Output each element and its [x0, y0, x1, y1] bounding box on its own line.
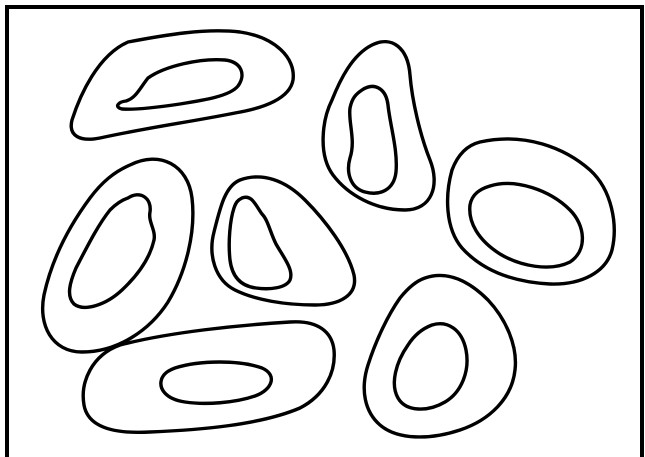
shape-center — [212, 177, 355, 305]
shape-top-middle-outer-ring — [323, 42, 434, 210]
shape-bottom-left — [83, 322, 334, 433]
shape-right-inner-ring — [470, 183, 583, 267]
shape-bottom-left-inner-ring — [161, 362, 271, 403]
shape-bottom-right-outer-ring — [364, 275, 515, 436]
shape-middle-left-outer-ring — [43, 159, 193, 352]
shape-top-left-inner-ring — [118, 60, 242, 110]
shape-top-middle-inner-ring — [349, 86, 397, 193]
shape-top-left-outer-ring — [71, 31, 293, 139]
shape-right-outer-ring — [448, 139, 615, 284]
shape-top-middle — [323, 42, 434, 210]
shape-bottom-right — [364, 275, 515, 436]
shape-top-left — [71, 31, 293, 139]
shape-right — [448, 139, 615, 284]
shape-center-inner-ring — [229, 197, 291, 289]
shape-bottom-right-inner-ring — [394, 324, 467, 409]
shape-bottom-left-outer-ring — [83, 322, 334, 433]
shape-middle-left — [43, 159, 193, 352]
